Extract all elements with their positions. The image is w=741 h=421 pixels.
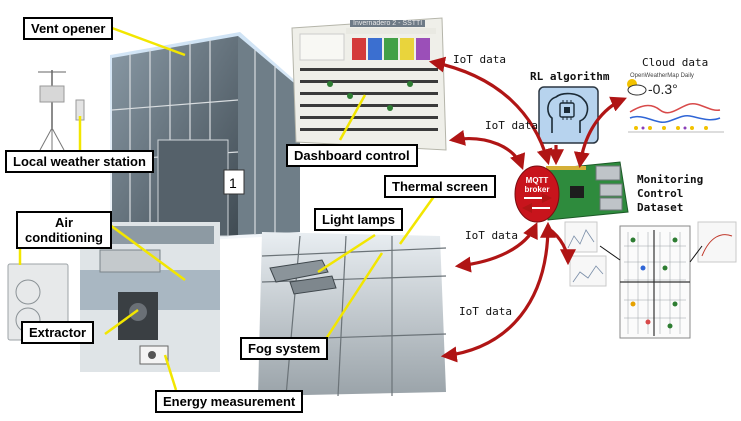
label-extractor: Extractor xyxy=(21,321,95,344)
dashboard-panel-photo xyxy=(291,17,447,151)
monitoring-heading-line2: Control xyxy=(637,187,684,200)
rl-algorithm-heading: RL algorithm xyxy=(530,70,610,83)
cloud-widget-temperature: -0.3° xyxy=(648,81,678,97)
label-local-weather-station: Local weather station xyxy=(5,150,154,173)
arrow-broker-dataset xyxy=(547,226,576,266)
cloud-widget-source: OpenWeatherMap Daily xyxy=(630,73,694,79)
iot-data-label-2: IoT data xyxy=(485,119,538,132)
label-light-lamps: Light lamps xyxy=(314,208,403,231)
mqtt-broker-badge xyxy=(514,165,560,223)
interior-photo xyxy=(258,232,447,397)
label-fog-system: Fog system xyxy=(240,337,329,360)
label-thermal-screen: Thermal screen xyxy=(384,175,497,198)
label-energy-measurement: Energy measurement xyxy=(155,390,304,413)
door-number: 1 xyxy=(229,175,237,191)
weather-station-illustration xyxy=(38,70,85,152)
cloud-weather-chart xyxy=(627,79,724,133)
pointer-lines xyxy=(18,26,437,391)
iot-data-label-1: IoT data xyxy=(453,53,506,66)
arrow-dashboard-broker xyxy=(428,56,553,166)
greenhouse-photo: 1 xyxy=(110,32,300,245)
dashboard-panel-title: Invernadero 2 - SSTTI xyxy=(350,20,426,27)
monitoring-control-dataset-heading: Monitoring Control Dataset xyxy=(637,173,703,215)
iot-data-label-3: IoT data xyxy=(465,229,518,242)
mqtt-broker-line2: broker xyxy=(524,185,550,194)
label-air-conditioning-line2: conditioning xyxy=(25,230,103,245)
mqtt-broker-text: MQTT broker xyxy=(522,176,552,194)
label-dashboard-control: Dashboard control xyxy=(286,144,418,167)
cloud-data-label: Cloud data xyxy=(642,56,709,69)
monitoring-heading-line1: Monitoring xyxy=(637,173,704,186)
arrow-fog-broker xyxy=(440,221,556,363)
iot-data-label-4: IoT data xyxy=(459,305,512,318)
cloud-icon xyxy=(627,79,647,96)
mqtt-broker-line1: MQTT xyxy=(525,176,549,185)
monitoring-dataset-thumbnails xyxy=(564,221,737,339)
data-flow-arrows xyxy=(428,56,627,363)
label-vent-opener: Vent opener xyxy=(23,17,114,40)
arrow-greenhouse-broker xyxy=(448,130,526,171)
label-air-conditioning-line1: Air xyxy=(54,215,74,230)
monitoring-heading-line3: Dataset xyxy=(637,201,684,214)
raspberry-pi-board xyxy=(539,161,629,221)
label-air-conditioning: Air conditioning xyxy=(16,211,112,249)
arrow-cloud-broker xyxy=(573,96,627,169)
